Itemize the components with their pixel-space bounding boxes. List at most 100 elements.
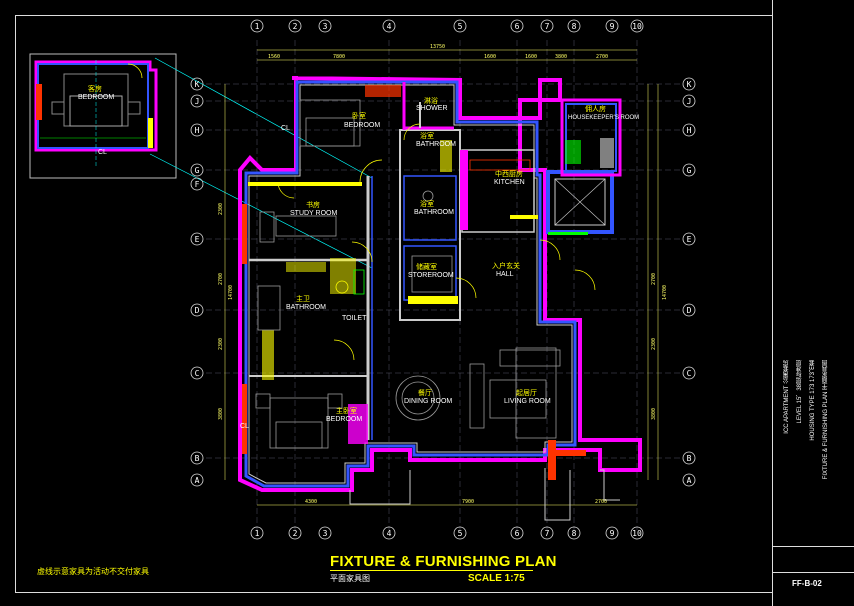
grid-bubble-bottom-2: 2: [288, 526, 302, 540]
doors: [277, 123, 596, 361]
dim-left-total: 14700: [228, 285, 234, 300]
grid-bubble-bottom-8: 8: [567, 526, 581, 540]
room-hall-cn: 入户玄关: [492, 261, 520, 270]
room-kitchen-en: KITCHEN: [494, 179, 525, 186]
svg-text:6: 6: [515, 22, 520, 31]
dim-top-2: 7800: [333, 54, 345, 60]
room-shower-cn: 淋浴: [424, 96, 438, 105]
svg-text:C: C: [687, 369, 692, 378]
svg-text:D: D: [195, 306, 200, 315]
svg-text:2: 2: [293, 529, 298, 538]
room-toilet-en: TOILET: [342, 315, 367, 322]
inset-detail: 客房 BEDROOM CL: [29, 53, 177, 179]
grid-bubble-bottom-9: 9: [605, 526, 619, 540]
svg-text:G: G: [687, 166, 692, 175]
grid-bubble-left-G: G: [190, 163, 204, 177]
svg-text:3: 3: [323, 22, 328, 31]
room-masterbed-cn: 主卧室: [336, 406, 357, 415]
dim-right-3: 3800: [651, 408, 657, 420]
svg-text:8: 8: [572, 529, 577, 538]
inset-room-en: BEDROOM: [78, 94, 114, 101]
svg-text:9: 9: [610, 529, 615, 538]
room-shower-en: SHOWER: [416, 105, 448, 112]
grid-bubble-right-A: A: [682, 473, 696, 487]
dim-top-4: 1600: [525, 54, 537, 60]
room-masterbath-cn: 主卫: [296, 294, 310, 303]
room-storeroom-cn: 储藏室: [416, 262, 437, 271]
svg-text:6: 6: [515, 529, 520, 538]
grid-bubble-top-2: 2: [288, 19, 302, 33]
furniture-note-cn: 虚线示意家具为活动不交付家具: [37, 567, 149, 576]
grid-bubble-bottom-7: 7: [540, 526, 554, 540]
grid-bubble-bottom-3: 3: [318, 526, 332, 540]
tb-project: ICC APARTMENT 公寓套房: [784, 360, 790, 434]
svg-text:B: B: [195, 454, 200, 463]
svg-text:5: 5: [458, 22, 463, 31]
grid-bubble-top-5: 5: [453, 19, 467, 33]
grid-bubble-left-K: K: [190, 77, 204, 91]
svg-text:D: D: [687, 306, 692, 315]
dim-top-total: 13750: [430, 44, 445, 50]
room-housekeeper-en: HOUSEKEEPER'S ROOM: [568, 115, 639, 121]
dim-bottom-3: 2700: [595, 499, 607, 505]
room-bedroom-cn: 卧室: [352, 111, 366, 120]
svg-text:7: 7: [545, 529, 550, 538]
dim-left-2: 2700: [218, 273, 224, 285]
grid-bubble-left-D: D: [190, 303, 204, 317]
svg-text:A: A: [687, 476, 692, 485]
svg-text:E: E: [195, 235, 200, 244]
grid-bubble-left-H: H: [190, 123, 204, 137]
grid-bubble-bottom-10: 10: [630, 526, 644, 540]
grid-bubble-right-B: B: [682, 451, 696, 465]
room-bath2-cn: 浴室: [420, 199, 434, 208]
svg-text:B: B: [687, 454, 692, 463]
title-underline: [330, 570, 533, 571]
dim-bottom-2: 7900: [462, 499, 474, 505]
room-dining-en: DINING ROOM: [404, 398, 452, 405]
cl-label-1: CL: [281, 125, 290, 132]
room-living-en: LIVING ROOM: [504, 398, 551, 405]
svg-text:1: 1: [255, 529, 260, 538]
room-living-cn: 起居厅: [516, 389, 537, 397]
grid-bubble-top-3: 3: [318, 19, 332, 33]
dim-top-3: 1600: [484, 54, 496, 60]
dim-left-1: 2300: [218, 203, 224, 215]
grid-bubble-bottom-1: 1: [250, 526, 264, 540]
svg-text:H: H: [687, 126, 692, 135]
balconies: [349, 468, 620, 521]
svg-text:F: F: [195, 180, 200, 189]
grid-bubble-top-7: 7: [540, 19, 554, 33]
svg-text:J: J: [687, 97, 692, 106]
grid-bubble-left-A: A: [190, 473, 204, 487]
room-bath1-cn: 浴室: [420, 131, 434, 140]
svg-text:2: 2: [293, 22, 298, 31]
title-block: [772, 0, 854, 606]
room-bath2-en: BATHROOM: [414, 209, 454, 216]
dim-bottom-1: 4300: [305, 499, 317, 505]
svg-text:10: 10: [632, 22, 642, 31]
grid-bubble-bottom-5: 5: [453, 526, 467, 540]
room-storeroom-en: STOREROOM: [408, 272, 454, 279]
svg-text:K: K: [687, 80, 692, 89]
dimension-lines: 1560 7800 1600 1600 3800 2700 13750 4300…: [218, 44, 668, 506]
svg-text:10: 10: [632, 529, 642, 538]
title-block-divider-2: [773, 572, 854, 573]
room-masterbath-en: BATHROOM: [286, 304, 326, 311]
grid-bubble-top-10: 10: [630, 19, 644, 33]
grid-bubble-left-E: E: [190, 232, 204, 246]
dim-left-4: 3800: [218, 408, 224, 420]
svg-text:C: C: [195, 369, 200, 378]
svg-text:5: 5: [458, 529, 463, 538]
dim-right-total: 14700: [662, 285, 668, 300]
room-bath1-en: BATHROOM: [416, 141, 456, 148]
svg-text:8: 8: [572, 22, 577, 31]
grid-bubble-left-J: J: [190, 94, 204, 108]
drawing-title: FIXTURE & FURNISHING PLAN: [330, 553, 557, 570]
svg-text:3: 3: [323, 529, 328, 538]
inset-cl-label: CL: [98, 149, 107, 156]
dim-top-6: 2700: [596, 54, 608, 60]
drawing-scale: SCALE 1:75: [468, 573, 525, 584]
cl-label-2: CL: [240, 423, 249, 430]
